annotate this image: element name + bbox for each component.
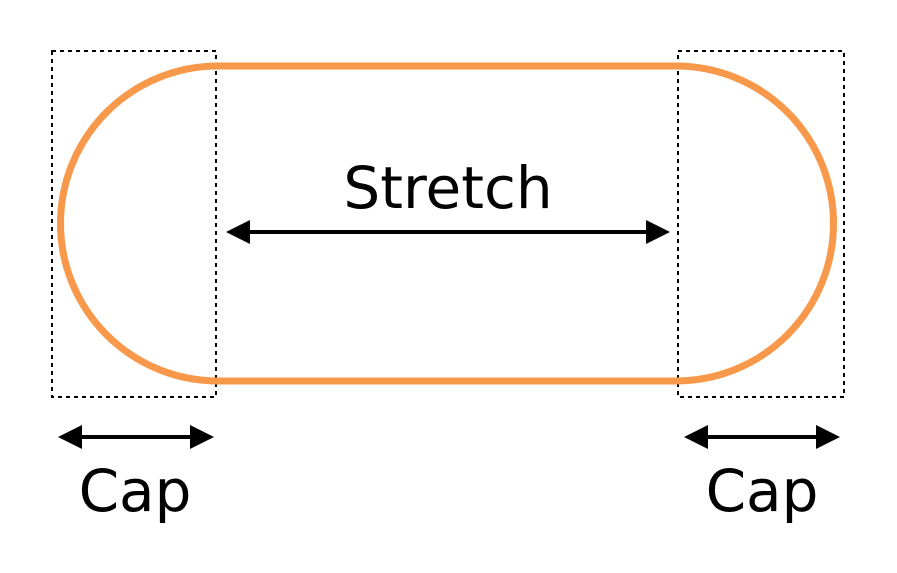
- stretch-arrow-left-head: [226, 220, 250, 244]
- pill-outline: [57, 62, 837, 385]
- right-cap-box: [677, 50, 845, 398]
- right-cap-arrow-left-head: [684, 425, 708, 449]
- right-cap-label: Cap: [706, 457, 819, 525]
- left-cap-arrow: [58, 425, 214, 449]
- left-cap-label: Cap: [79, 457, 192, 525]
- left-cap-box: [51, 50, 217, 398]
- left-cap-arrow-right-head: [190, 425, 214, 449]
- left-cap-arrow-left-head: [58, 425, 82, 449]
- right-cap-arrow-right-head: [816, 425, 840, 449]
- stretch-arrow-right-head: [646, 220, 670, 244]
- stretch-arrow: [226, 220, 670, 244]
- stretch-label: Stretch: [343, 154, 552, 222]
- right-cap-arrow: [684, 425, 840, 449]
